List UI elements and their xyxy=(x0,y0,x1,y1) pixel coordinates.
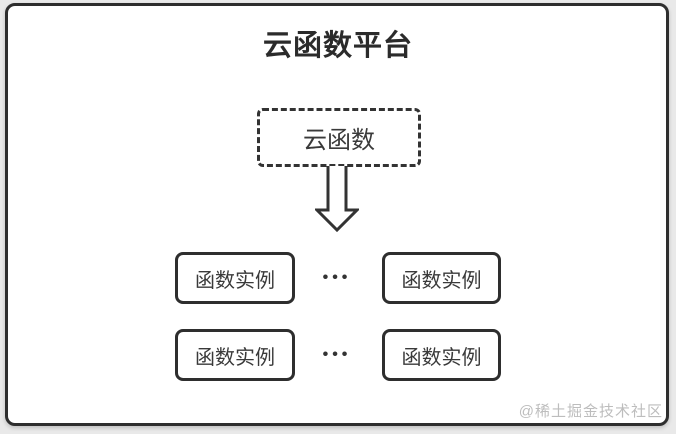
function-instance-node: 函数实例 xyxy=(175,252,295,304)
diagram-title: 云函数平台 xyxy=(262,30,413,62)
function-instance-node: 函数实例 xyxy=(382,252,501,304)
cloud-function-node: 云函数 xyxy=(257,108,421,167)
function-instance-label: 函数实例 xyxy=(401,346,482,369)
down-arrow-icon xyxy=(315,166,359,232)
ellipsis-dots: ••• xyxy=(322,346,352,363)
function-instance-label: 函数实例 xyxy=(401,269,482,292)
function-instance-node: 函数实例 xyxy=(175,329,295,381)
function-instance-label: 函数实例 xyxy=(195,269,275,292)
ellipsis-dots: ••• xyxy=(322,269,352,286)
function-instance-label: 函数实例 xyxy=(195,346,275,369)
function-instance-node: 函数实例 xyxy=(382,329,501,381)
watermark: @稀土掘金技术社区 xyxy=(518,403,663,420)
cloud-function-label: 云函数 xyxy=(303,127,375,154)
